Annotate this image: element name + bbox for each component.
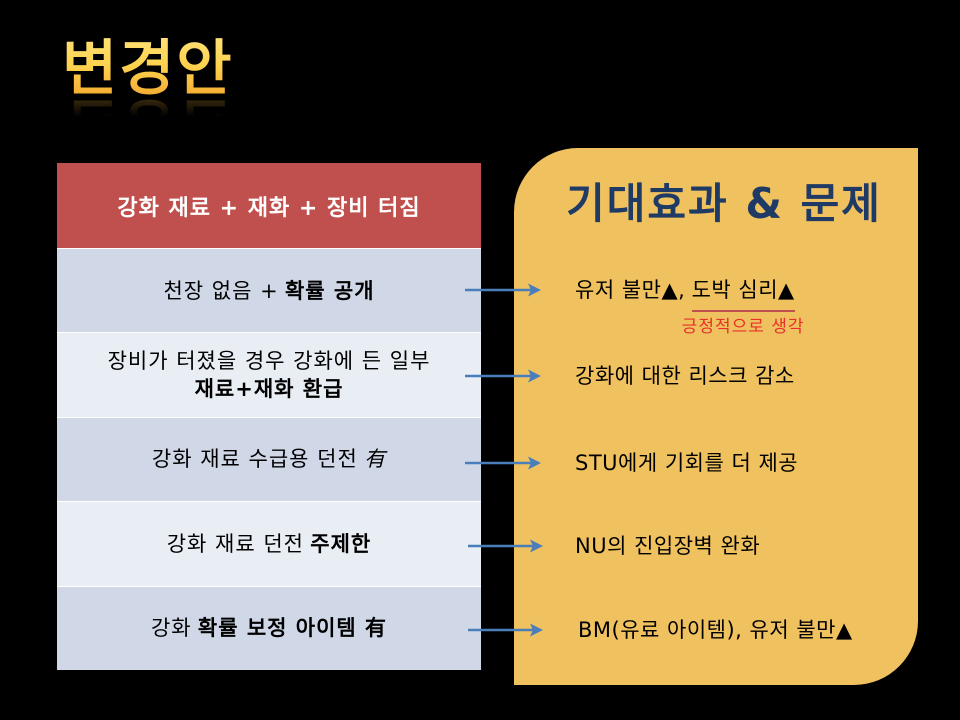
effects-panel-title: 기대효과 & 문제 <box>566 179 882 228</box>
table-row-1: 천장 없음 +확률 공개 <box>57 248 481 333</box>
table-row-2-text: 장비가 터졌을 경우 강화에 든 일부 <box>107 349 431 374</box>
table-row-5-text: 강화 <box>150 616 192 641</box>
table-row-1-text: 천장 없음 + <box>163 278 279 303</box>
table-row-5-emphasis: 확률 보정 아이템 有 <box>197 616 388 641</box>
table-row-1-emphasis: 확률 공개 <box>284 278 375 303</box>
table-row-2: 장비가 터졌을 경우 강화에 든 일부 재료+재화 환급 <box>57 332 481 417</box>
table-row-3-emphasis: 有 <box>364 447 387 472</box>
table-row-3-text: 강화 재료 수급용 던전 <box>151 447 358 472</box>
effects-panel: 기대효과 & 문제 유저 불만▲,도박 심리▲ 긍정적으로 생각 강화에 대한 리… <box>514 148 918 685</box>
effect-item-1-note: 긍정적으로 생각 <box>681 317 805 337</box>
effect-item-1-underlined-text: 도박 심리▲ <box>691 278 795 302</box>
table-row-1-line: 천장 없음 +확률 공개 <box>163 277 374 305</box>
effect-item-5: BM(유료 아이템), 유저 불만▲ <box>578 618 853 642</box>
effect-item-3: STU에게 기회를 더 제공 <box>575 451 799 475</box>
effect-item-4: NU의 진입장벽 완화 <box>575 534 761 558</box>
effect-item-2: 강화에 대한 리스크 감소 <box>575 364 795 388</box>
effect-item-1: 유저 불만▲,도박 심리▲ 긍정적으로 생각 <box>575 276 804 337</box>
table-row-4-text: 강화 재료 던전 <box>166 531 304 556</box>
table-header-label: 강화 재료 + 재화 + 장비 터짐 <box>117 195 421 221</box>
changes-table: 강화 재료 + 재화 + 장비 터짐 천장 없음 +확률 공개 장비가 터졌을 … <box>57 163 481 670</box>
slide-title: 변경안 <box>62 34 234 104</box>
effect-item-1-underlined: 도박 심리▲ 긍정적으로 생각 <box>682 278 804 337</box>
table-row-4-emphasis: 주제한 <box>310 531 372 556</box>
effect-item-1-text: 유저 불만▲, <box>575 278 686 302</box>
table-header: 강화 재료 + 재화 + 장비 터짐 <box>57 163 481 248</box>
table-row-2-emphasis: 재료+재화 환급 <box>194 377 344 402</box>
